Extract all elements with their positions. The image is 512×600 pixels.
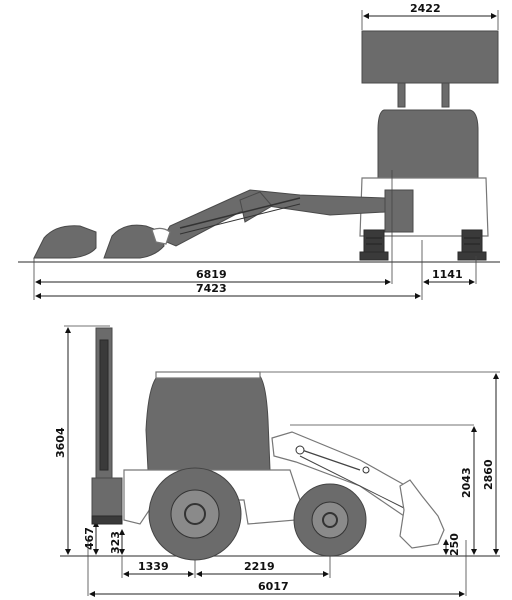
dim-length-1339: 1339 bbox=[138, 560, 169, 573]
loader-bucket bbox=[399, 479, 445, 549]
dim-height-323: 323 bbox=[109, 531, 122, 554]
front-wheel bbox=[293, 483, 367, 557]
backhoe-boom bbox=[161, 189, 386, 247]
dim-width-top: 2422 bbox=[410, 2, 441, 15]
cab-rear-view bbox=[377, 109, 479, 179]
side-view: 3604 467 323 2860 2043 250 bbox=[54, 325, 500, 597]
front-bucket-raised bbox=[361, 30, 499, 84]
backhoe-stick bbox=[239, 191, 273, 223]
dim-height-467: 467 bbox=[83, 527, 96, 550]
dim-height-total: 3604 bbox=[54, 427, 67, 458]
backhoe-bucket-2 bbox=[33, 225, 97, 259]
dim-height-loader: 2043 bbox=[460, 467, 473, 498]
dim-arm-reach: 6819 bbox=[196, 268, 227, 281]
dim-length-total: 6017 bbox=[258, 580, 289, 593]
cab-side-view bbox=[145, 373, 271, 471]
rear-wheel bbox=[148, 467, 242, 561]
dim-wheelbase: 2219 bbox=[244, 560, 275, 573]
dim-rear-offset: 1141 bbox=[432, 268, 463, 281]
dim-total-reach: 7423 bbox=[196, 282, 227, 295]
dim-height-roof: 2860 bbox=[482, 459, 495, 490]
top-view: 2422 6819 bbox=[18, 2, 500, 300]
dim-height-250: 250 bbox=[448, 533, 461, 556]
